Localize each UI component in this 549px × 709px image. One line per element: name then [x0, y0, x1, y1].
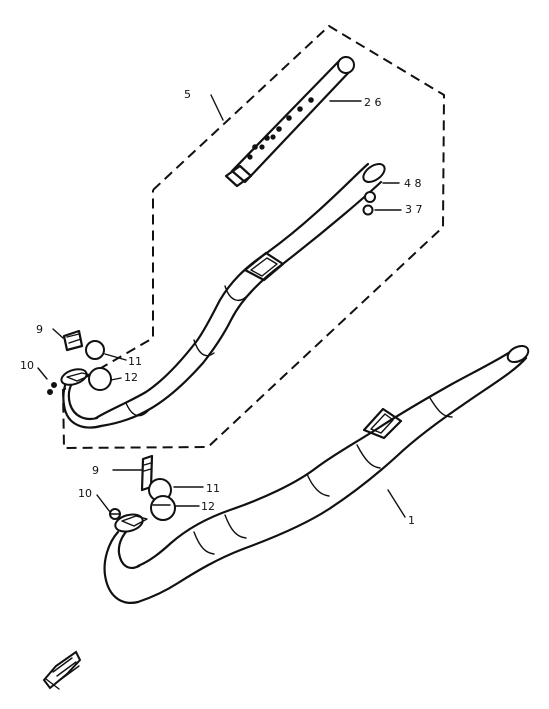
upper-nut-part-2 [47, 389, 53, 395]
main-exhaust-pipe [103, 344, 530, 604]
upper-nut-part-1 [51, 382, 57, 388]
main-pipe-flange [114, 513, 144, 533]
leader-lines [37, 94, 406, 518]
label-silencer: 2 6 [364, 96, 382, 109]
label-lower-nut: 10 [78, 487, 92, 500]
upper-bolt [62, 329, 84, 352]
screw-part [362, 204, 374, 216]
optional-pipe-mount-bracket [243, 251, 285, 282]
label-upper-flange: 12 [124, 371, 138, 384]
washer-part [364, 191, 376, 203]
lower-hardware [109, 454, 176, 521]
optional-exhaust-pipe [60, 162, 386, 429]
main-pipe-end-cap [506, 344, 530, 364]
label-exhaust-pipe: 1 [408, 514, 415, 527]
label-upper-bolt: 9 [36, 323, 43, 336]
upper-hardware [47, 191, 376, 395]
label-lower-gasket: 11 [206, 482, 220, 495]
label-washer: 4 8 [404, 177, 422, 190]
label-lower-bolt: 9 [92, 464, 99, 477]
silencer-insert [224, 56, 355, 188]
label-screw: 3 7 [405, 203, 423, 216]
label-upper-nut: 10 [20, 359, 34, 372]
part-labels: 5 2 6 4 8 3 7 9 11 12 10 9 11 12 10 1 [20, 88, 423, 527]
label-upper-gasket: 11 [128, 355, 142, 368]
upper-flange [88, 367, 112, 391]
optional-assembly-dashed-outline [61, 24, 446, 450]
front-direction-icon [42, 650, 82, 690]
main-pipe-mount-bracket [362, 407, 403, 440]
optional-pipe-flange [60, 368, 88, 386]
lower-flange [150, 495, 176, 521]
optional-pipe-end-cap [362, 163, 386, 183]
upper-gasket [85, 340, 105, 360]
label-lower-flange: 12 [201, 500, 215, 513]
label-assembly: 5 [184, 88, 191, 101]
